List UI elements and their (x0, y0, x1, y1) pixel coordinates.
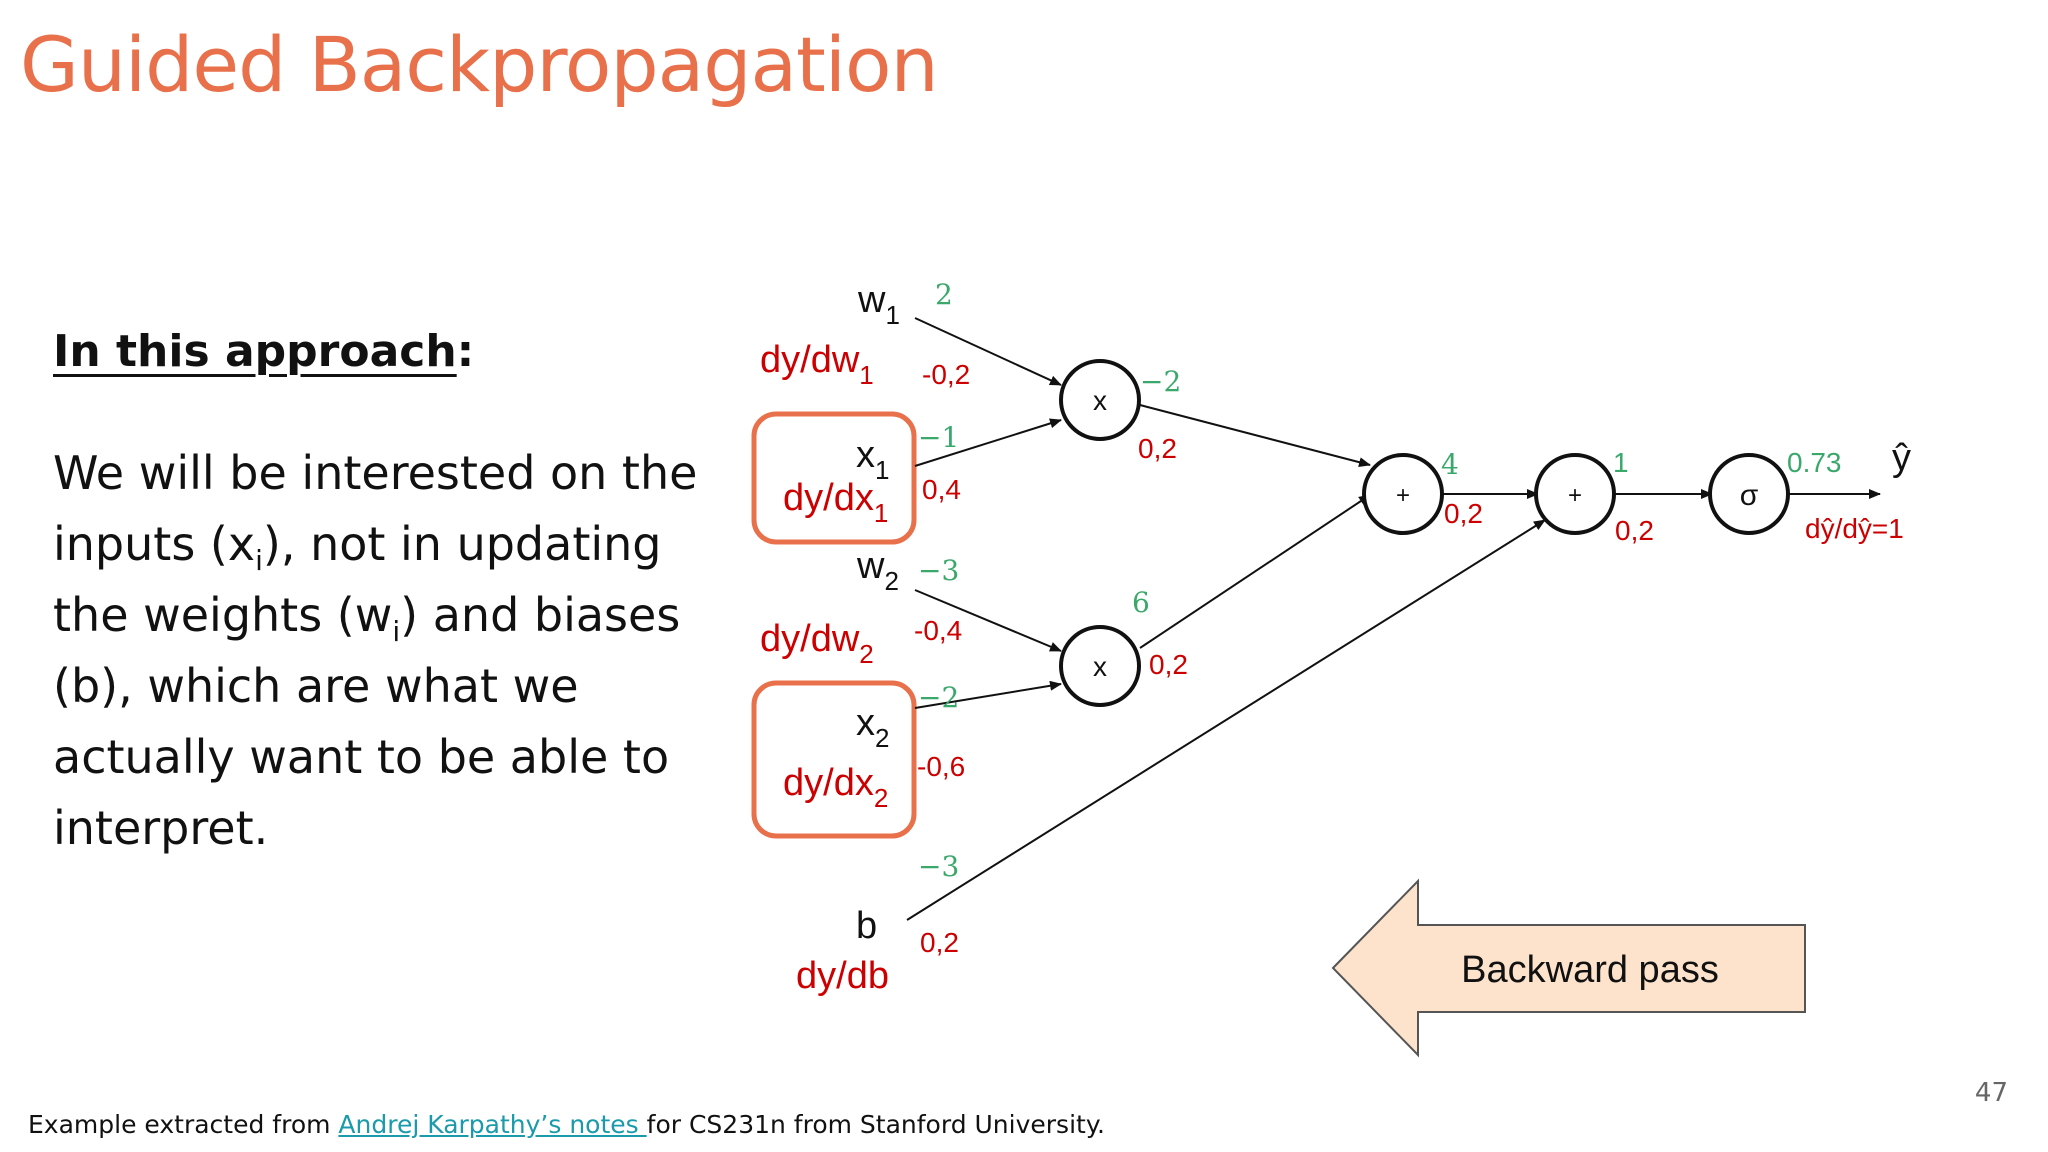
footer-suffix: for CS231n from Stanford University. (646, 1110, 1106, 1139)
mul1-out-grad: 0,2 (1138, 433, 1177, 464)
body-line: ) and biases (400, 588, 681, 642)
backward-arrow-icon (1331, 878, 1806, 1058)
sigmoid-out-value: 0.73 (1787, 447, 1842, 478)
body-line: actually want to be able to (53, 730, 670, 784)
x2-highlight-box (751, 680, 917, 839)
edge-x2-mul2 (914, 680, 1062, 709)
footer-note: Example extracted from Andrej Karpathy’s… (28, 1110, 1105, 1139)
add2-symbol: + (1568, 482, 1582, 509)
w1-label: w1 (857, 279, 900, 330)
add1-symbol: + (1396, 482, 1410, 509)
body-paragraph: We will be interested on the inputs (xi)… (53, 438, 733, 864)
x1-grad: 0,4 (922, 474, 961, 505)
edge-w1-mul1 (914, 317, 1062, 386)
add1-out-value: 4 (1441, 448, 1459, 481)
body-line: (b), which are what we (53, 659, 579, 713)
add1-node (1362, 453, 1444, 535)
mul1-node (1059, 359, 1141, 441)
edge-mul2-add1 (1139, 494, 1371, 649)
b-value: −3 (918, 850, 959, 883)
dy-dw2-label: dy/dw2 (760, 618, 874, 669)
w2-value: −3 (918, 554, 959, 587)
body-line: We will be interested on the (53, 446, 698, 500)
sigmoid-out-grad: dŷ/dŷ=1 (1805, 513, 1904, 544)
output-label: ŷ (1892, 437, 1911, 479)
mul2-out-grad: 0,2 (1149, 649, 1188, 680)
section-heading-text: In this approach (53, 326, 457, 377)
footer-prefix: Example extracted from (28, 1110, 339, 1139)
add2-out-grad: 0,2 (1615, 515, 1654, 546)
mul1-symbol: x (1093, 385, 1107, 416)
add2-out-value: 1 (1613, 447, 1629, 478)
add2-node (1534, 453, 1616, 535)
backward-pass-label: Backward pass (1461, 949, 1719, 991)
section-heading: In this approach: (53, 326, 474, 377)
mul2-node (1059, 625, 1141, 707)
x1-highlight-box (751, 411, 917, 545)
dy-dx1-label: dy/dx1 (783, 477, 888, 528)
body-line: inputs (x (53, 517, 256, 571)
body-line: ), not in updating (262, 517, 662, 571)
subscript: i (255, 544, 263, 578)
w1-grad: -0,2 (922, 359, 970, 390)
add1-out-grad: 0,2 (1444, 498, 1483, 529)
karpathy-notes-link[interactable]: Andrej Karpathy’s notes (338, 1110, 647, 1139)
x2-label: x2 (856, 702, 889, 753)
heading-colon: : (456, 326, 475, 377)
dy-dx2-label: dy/dx2 (783, 762, 888, 813)
edge-mul1-add1 (1139, 404, 1371, 468)
mul1-out-value: −2 (1140, 365, 1181, 398)
slide-title: Guided Backpropagation (20, 20, 939, 109)
b-label: b (856, 905, 877, 947)
dy-db-label: dy/db (796, 955, 889, 997)
dy-dw1-label: dy/dw1 (760, 339, 874, 390)
w2-label: w2 (856, 545, 899, 596)
edge-w2-mul2 (914, 589, 1062, 652)
body-line: interpret. (53, 801, 269, 855)
sigmoid-node (1708, 453, 1790, 535)
mul2-out-value: 6 (1132, 586, 1150, 619)
page-number: 47 (1974, 1078, 2008, 1108)
w1-value: 2 (935, 278, 953, 311)
b-grad: 0,2 (920, 927, 959, 958)
x2-grad: -0,6 (917, 751, 965, 782)
body-line: the weights (w (53, 588, 393, 642)
subscript: i (392, 615, 401, 649)
edge-b-add2 (906, 519, 1546, 921)
x2-value: −2 (918, 681, 959, 714)
w2-grad: -0,4 (914, 615, 962, 646)
mul2-symbol: x (1093, 651, 1107, 682)
x1-label: x1 (856, 434, 889, 485)
x1-value: −1 (918, 421, 959, 454)
edge-x1-mul1 (914, 418, 1062, 467)
sigmoid-symbol: σ (1740, 479, 1759, 512)
